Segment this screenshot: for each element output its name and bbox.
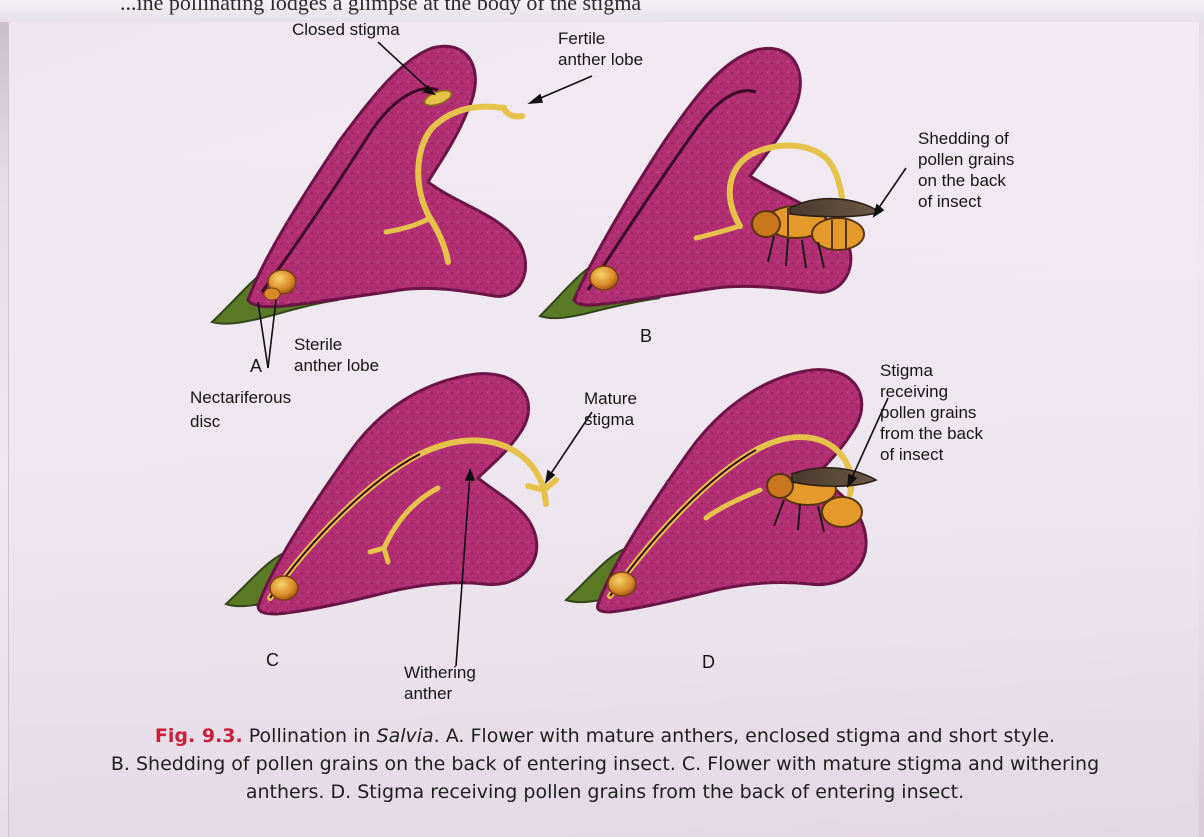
flower-a <box>212 46 526 323</box>
figure-caption: Fig. 9.3. Pollination in Salvia. A. Flow… <box>40 722 1170 806</box>
pointer-fertile-anther <box>536 76 592 100</box>
figure-number: Fig. 9.3. <box>155 725 243 747</box>
panel-letter-d: D <box>702 652 715 672</box>
pointer-shedding <box>876 168 906 212</box>
caption-line-1: Fig. 9.3. Pollination in Salvia. A. Flow… <box>40 722 1170 750</box>
ovary-c <box>270 576 298 600</box>
flower-b <box>540 48 880 318</box>
caption-title-prefix: Pollination in <box>249 725 371 747</box>
label-withering-anther: Withering anther <box>404 662 476 704</box>
ovary-d <box>608 572 636 596</box>
caption-genus: Salvia <box>377 725 434 747</box>
label-shedding: Shedding of pollen grains on the back of… <box>918 128 1014 212</box>
label-stigma-receiving: Stigma receiving pollen grains from the … <box>880 360 983 465</box>
label-closed-stigma: Closed stigma <box>292 20 400 40</box>
panel-letter-c: C <box>266 650 279 670</box>
label-nectariferous-disc: Nectariferous disc <box>190 386 291 434</box>
panel-letter-a: A <box>250 356 262 376</box>
label-fertile-anther-lobe: Fertile anther lobe <box>558 28 643 70</box>
caption-line-3: anthers. D. Stigma receiving pollen grai… <box>40 778 1170 806</box>
panel-letter-b: B <box>640 326 652 346</box>
caption-text-a: . A. Flower with mature anthers, enclose… <box>434 725 1055 747</box>
label-sterile-anther-lobe: Sterile anther lobe <box>294 334 379 376</box>
caption-line-2: B. Shedding of pollen grains on the back… <box>40 750 1170 778</box>
ovary-b <box>590 266 618 290</box>
label-mature-stigma: Mature stigma <box>584 388 637 430</box>
